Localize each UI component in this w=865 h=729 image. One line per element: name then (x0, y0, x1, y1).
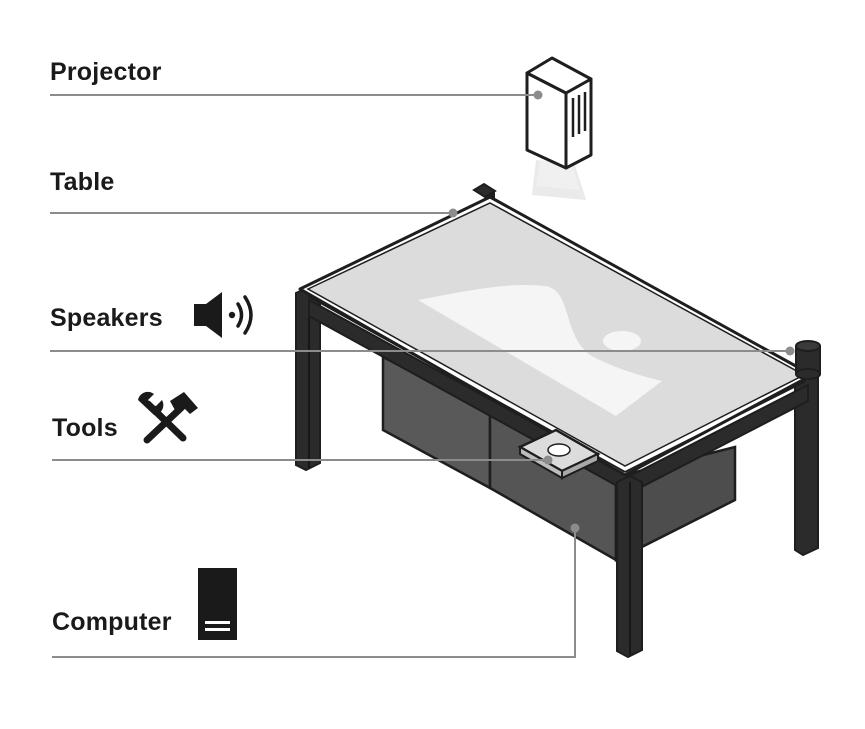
hammer-wrench-icon (138, 391, 198, 444)
table-label: Table (50, 168, 115, 196)
projector-label: Projector (50, 58, 162, 86)
speakers-label: Speakers (50, 304, 163, 332)
computer-label: Computer (52, 608, 172, 636)
projector-device (525, 56, 593, 200)
tools-label: Tools (52, 414, 118, 442)
leader-dots (448, 90, 795, 533)
speaker-icon (194, 292, 253, 338)
speaker-device (795, 340, 821, 380)
table-device (295, 182, 819, 659)
leader-lines (50, 94, 790, 658)
computer-tower-icon (198, 568, 237, 640)
computer-leader-line (52, 528, 576, 658)
